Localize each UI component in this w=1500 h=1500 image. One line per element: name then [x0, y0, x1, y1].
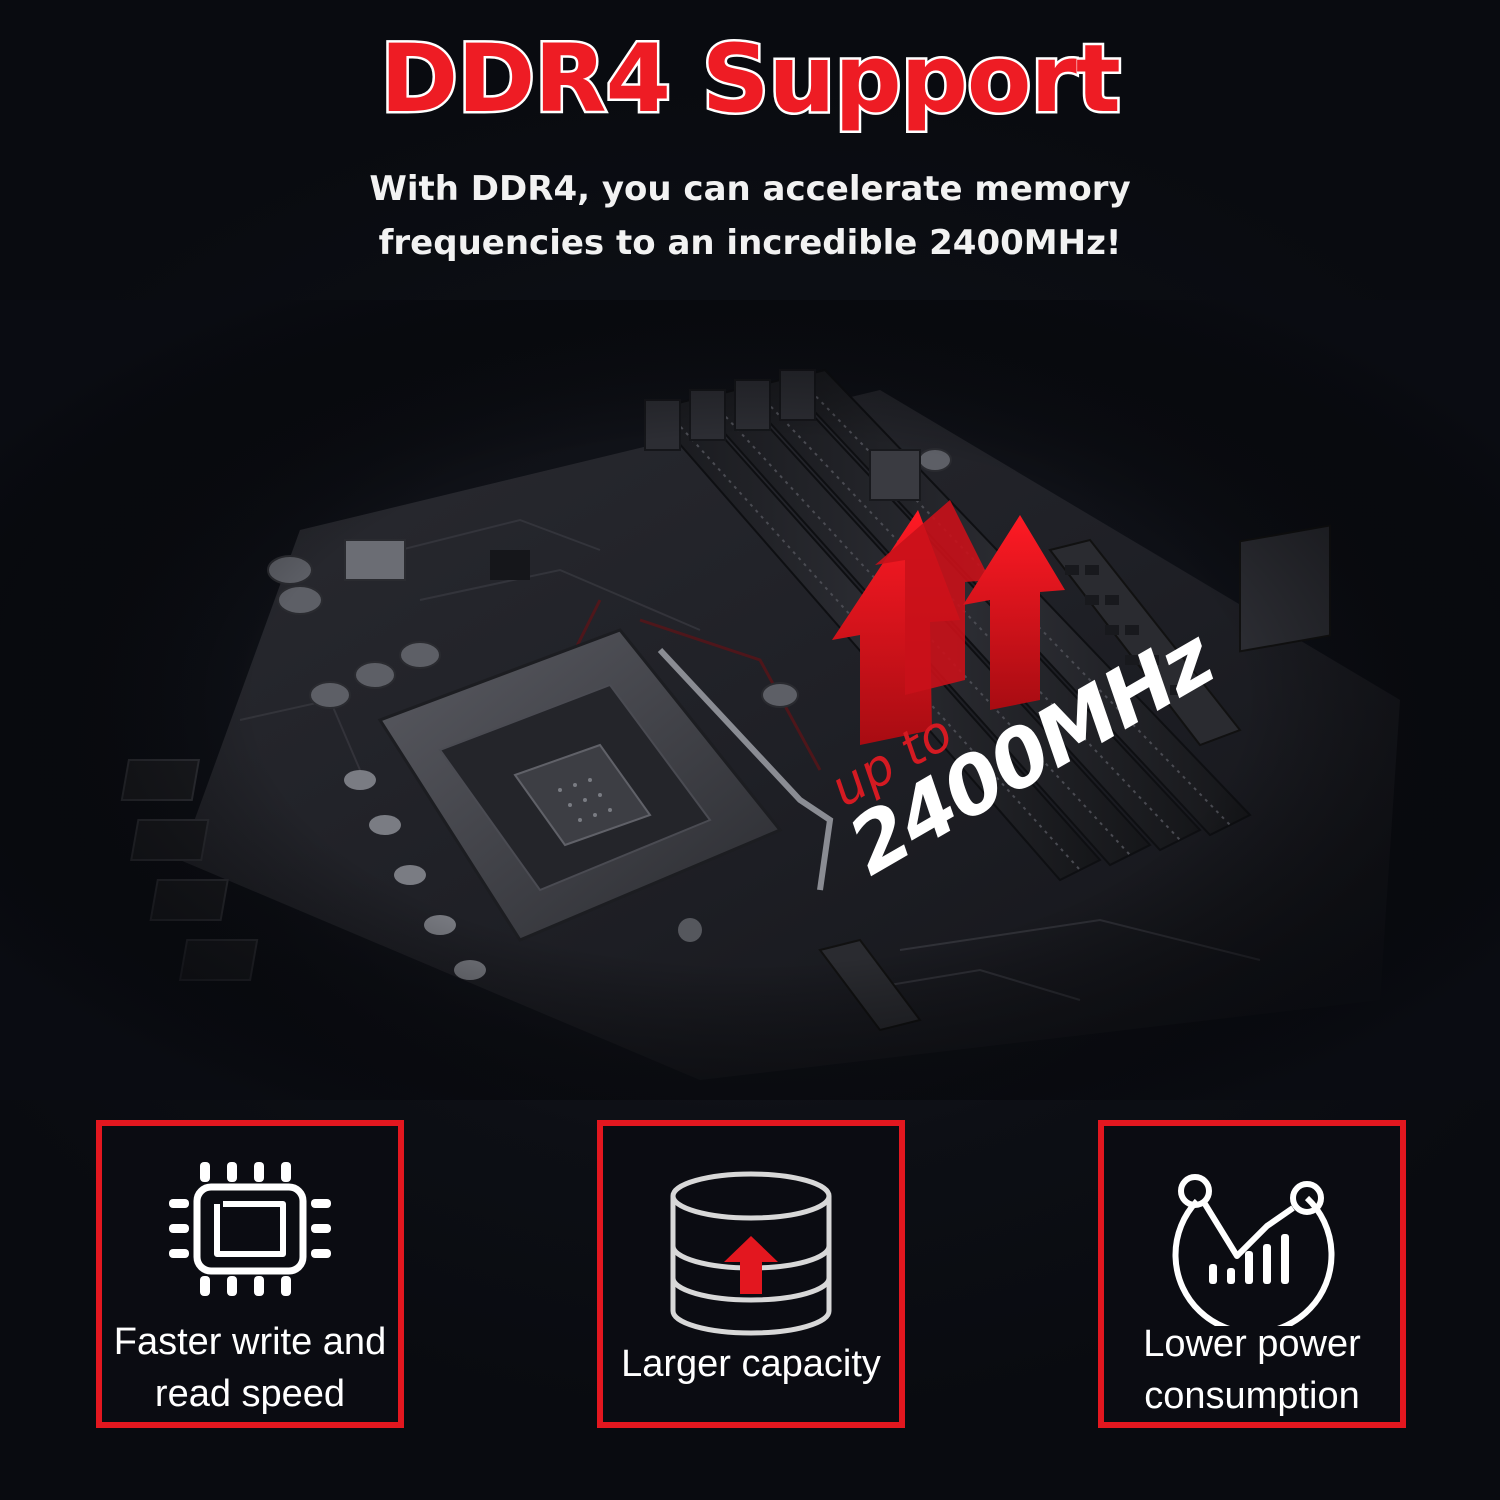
feature-label-power: Lower power consumption	[1143, 1323, 1361, 1417]
feature-label-speed: Faster write and read speed	[113, 1321, 387, 1415]
subtitle-line-1: With DDR4, you can accelerate memory	[369, 169, 1131, 209]
page-subtitle: With DDR4, you can accelerate memory fre…	[300, 162, 1200, 270]
page-title: DDR4 Support	[378, 25, 1124, 134]
subtitle-line-2: frequencies to an incredible 2400MHz!	[378, 223, 1122, 263]
feature-label-capacity: Larger capacity	[621, 1343, 881, 1385]
cpu-chip-icon	[102, 1154, 398, 1304]
feature-card-speed: Faster write and read speed	[96, 1120, 404, 1428]
feature-card-capacity: Larger capacity	[597, 1120, 905, 1428]
database-upload-icon	[603, 1166, 899, 1336]
motherboard-image	[0, 300, 1500, 1100]
feature-list: Faster write and read speed Larger capac…	[0, 1120, 1500, 1430]
feature-card-power: Lower power consumption	[1098, 1120, 1406, 1428]
power-chart-icon	[1104, 1156, 1400, 1326]
